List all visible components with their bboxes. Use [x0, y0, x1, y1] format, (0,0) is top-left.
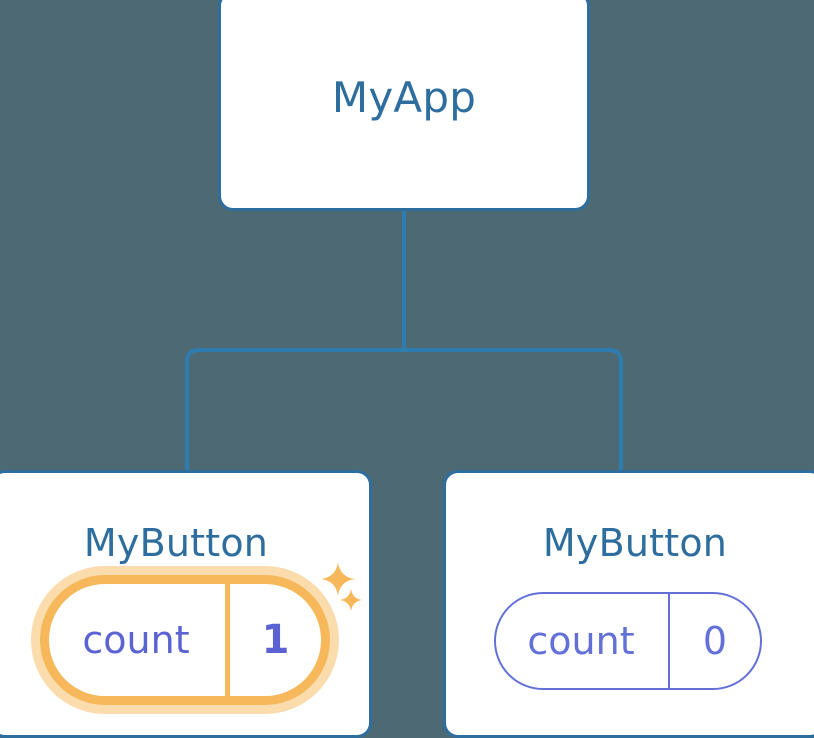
state-pill-right-wrapper: count 0 — [494, 592, 762, 690]
state-pill-left-wrapper: count 1 — [40, 575, 330, 705]
state-key-left: count — [49, 584, 230, 696]
node-card-myapp[interactable]: MyApp — [218, 0, 590, 211]
state-pill-right[interactable]: count 0 — [494, 592, 762, 690]
state-key-right: count — [496, 594, 670, 688]
state-pill-left[interactable]: count 1 — [40, 575, 330, 705]
state-value-right: 0 — [702, 619, 728, 663]
state-value-left: 1 — [261, 617, 290, 663]
connector-branch-bus — [185, 348, 623, 470]
node-title-mybutton-left: MyButton — [83, 521, 269, 565]
node-title-mybutton-right: MyButton — [542, 521, 728, 565]
node-title-myapp: MyApp — [331, 73, 477, 122]
